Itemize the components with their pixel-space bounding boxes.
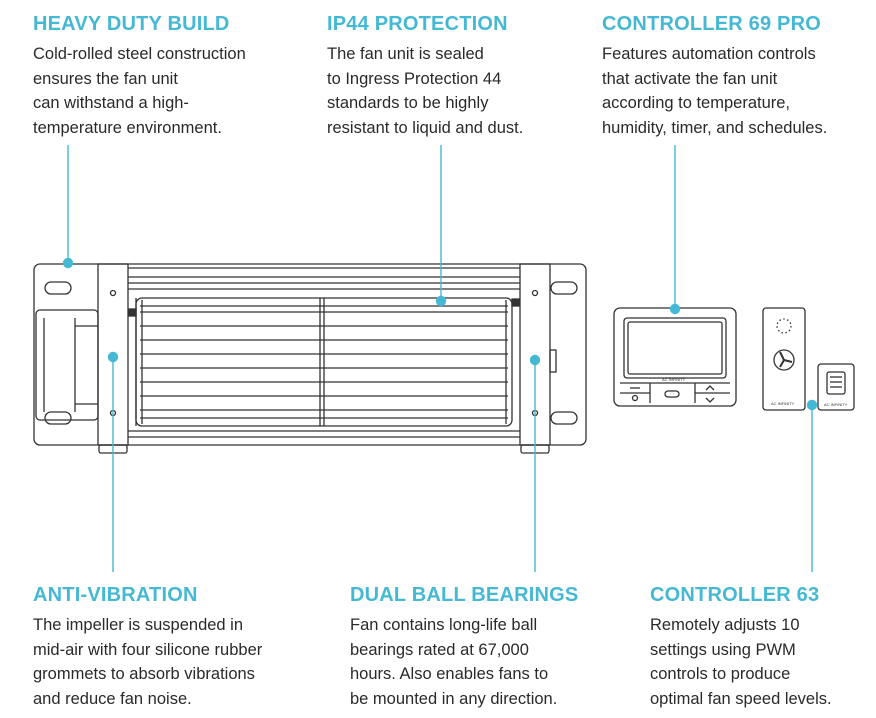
description-line: Cold-rolled steel construction: [33, 45, 246, 63]
callout-anti-vibration: ANTI-VIBRATION The impeller is suspended…: [33, 583, 262, 711]
callout-title: CONTROLLER 63: [650, 584, 820, 606]
controller-63-device: [762, 307, 855, 411]
description-line: Remotely adjusts 10: [650, 616, 800, 634]
controller-screen: [623, 317, 727, 379]
fan-unit: [33, 263, 587, 454]
callout-title: DUAL BALL BEARINGS: [350, 584, 579, 606]
screw-icon: [531, 289, 539, 297]
fan-chassis: [33, 263, 587, 446]
bearing-cap: [511, 298, 520, 307]
description-line: Features automation controls: [602, 45, 816, 63]
motor-housing: [35, 309, 99, 421]
callout-dual-ball-bearings: DUAL BALL BEARINGS Fan contains long-lif…: [350, 583, 578, 711]
callout-title: IP44 PROTECTION: [327, 13, 508, 35]
description-line: ensures the fan unit: [33, 69, 178, 88]
leader-dot: [435, 295, 447, 307]
callout-description: Remotely adjusts 10 settings using PWM c…: [650, 613, 832, 711]
leader-dot: [806, 399, 818, 411]
description-line: Fan contains long-life ball: [350, 616, 538, 634]
description-line: settings using PWM: [650, 640, 796, 659]
description-line: that activate the fan unit: [602, 69, 778, 88]
bearing-cap: [128, 308, 137, 317]
description-line: be mounted in any direction.: [350, 689, 558, 708]
description-line: grommets to absorb vibrations: [33, 665, 255, 683]
description-line: controls to produce: [650, 665, 791, 683]
brand-label: AC INFINITY: [662, 377, 686, 382]
leader-dot: [669, 303, 681, 315]
callout-description: Features automation controls that activa…: [602, 42, 827, 140]
mounting-slot: [550, 411, 578, 425]
description-line: The impeller is suspended in: [33, 616, 244, 634]
description-line: humidity, timer, and schedules.: [602, 118, 828, 137]
callout-ip44-protection: IP44 PROTECTION The fan unit is sealed t…: [327, 12, 523, 140]
description-line: hours. Also enables fans to: [350, 665, 549, 683]
led-ring: [776, 318, 792, 334]
callout-title: ANTI-VIBRATION: [33, 584, 198, 606]
description-line: bearings rated at 67,000: [350, 640, 529, 659]
callout-description: The fan unit is sealed to Ingress Protec…: [327, 42, 523, 140]
description-line: can withstand a high-: [33, 94, 189, 112]
description-line: and reduce fan noise.: [33, 689, 192, 708]
description-line: temperature environment.: [33, 118, 222, 137]
callout-heavy-duty-build: HEAVY DUTY BUILD Cold-rolled steel const…: [33, 12, 246, 140]
callout-controller-63: CONTROLLER 63 Remotely adjusts 10 settin…: [650, 583, 832, 711]
description-line: according to temperature,: [602, 94, 791, 112]
impeller-cage: [135, 297, 513, 427]
callout-title: CONTROLLER 69 PRO: [602, 13, 821, 35]
brand-label: AC INFINITY: [824, 402, 848, 407]
leader-dot: [529, 354, 541, 366]
callout-controller-69-pro: CONTROLLER 69 PRO Features automation co…: [602, 12, 827, 140]
description-line: mid-air with four silicone rubber: [33, 640, 263, 659]
description-line: to Ingress Protection 44: [327, 69, 502, 88]
description-line: optimal fan speed levels.: [650, 689, 832, 708]
description-line: resistant to liquid and dust.: [327, 118, 524, 137]
brand-label: AC INFINITY: [771, 401, 795, 406]
chevron-up-icon: [705, 385, 715, 391]
settings-icon: [631, 394, 639, 402]
description-line: The fan unit is sealed: [327, 45, 484, 63]
callout-description: The impeller is suspended in mid-air wit…: [33, 613, 262, 711]
chevron-down-icon: [705, 397, 715, 403]
controller-button: [664, 390, 680, 398]
power-connector: [549, 349, 557, 373]
callout-description: Cold-rolled steel construction ensures t…: [33, 42, 246, 140]
leader-dot: [107, 351, 119, 363]
mounting-slot: [44, 281, 72, 295]
fan-icon: [773, 349, 795, 371]
receiver-unit: [817, 363, 855, 411]
callout-title: HEAVY DUTY BUILD: [33, 13, 230, 35]
leader-dot: [62, 257, 74, 269]
description-line: standards to be highly: [327, 94, 489, 112]
controller-69-pro-device: [613, 307, 737, 407]
screw-icon: [109, 289, 117, 297]
callout-description: Fan contains long-life ball bearings rat…: [350, 613, 578, 711]
mounting-slot: [44, 411, 72, 425]
mounting-slot: [550, 281, 578, 295]
